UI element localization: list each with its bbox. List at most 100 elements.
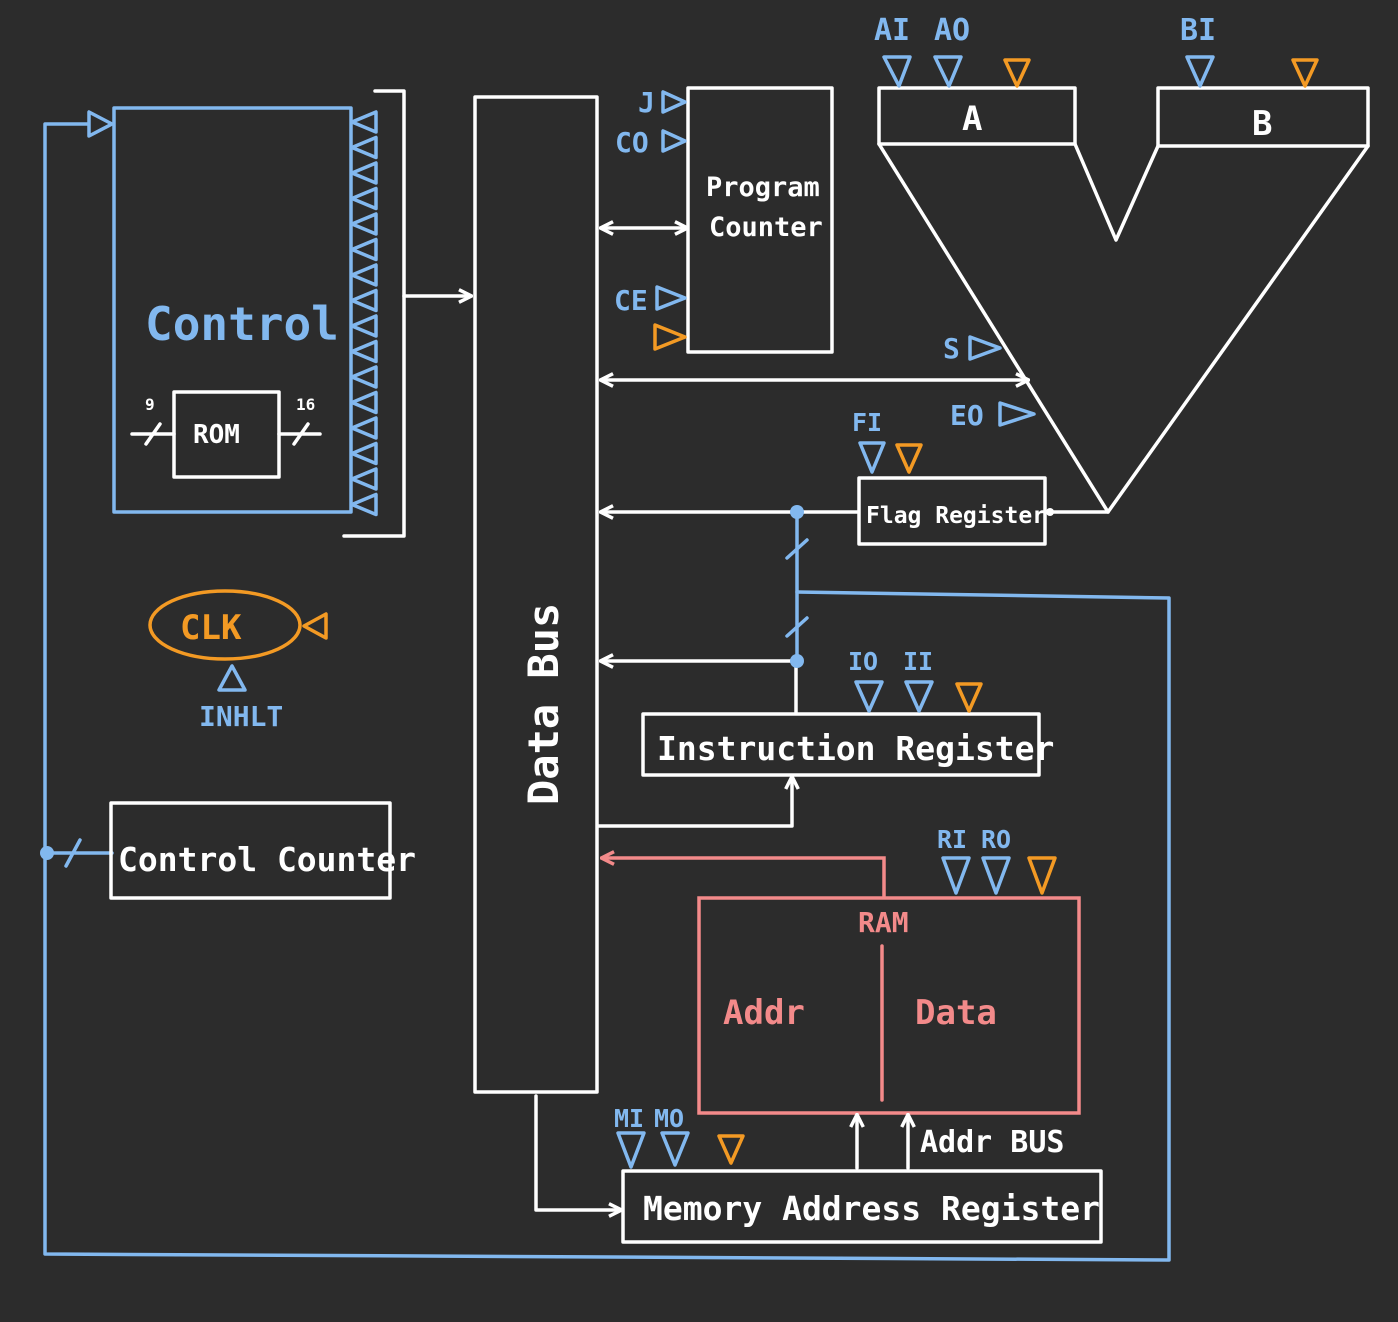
signal-ce: CE bbox=[614, 284, 648, 317]
flag-register-label: Flag Register bbox=[866, 503, 1046, 529]
rom-out-width: 16 bbox=[296, 395, 315, 414]
program-counter-label-line2: Counter bbox=[709, 212, 823, 243]
signal-j: J bbox=[638, 86, 655, 119]
signal-ii-icon bbox=[904, 680, 934, 713]
control-feedback-wire bbox=[43, 122, 1171, 1262]
signal-co: CO bbox=[615, 126, 649, 159]
signal-co-icon bbox=[661, 129, 687, 153]
inhlt-input-icon bbox=[217, 664, 247, 692]
data-bus-label: Data Bus bbox=[519, 603, 568, 805]
ram: RAM Addr Data RI RO bbox=[603, 825, 1081, 1115]
ram-addr-label: Addr bbox=[723, 993, 805, 1033]
signal-ri: RI bbox=[937, 825, 967, 854]
signal-s: S bbox=[943, 332, 960, 365]
signal-ao: AO bbox=[934, 13, 970, 48]
signal-inhlt: INHLT bbox=[199, 700, 283, 733]
signal-j-icon bbox=[661, 90, 687, 114]
control-output-triangle-icon bbox=[350, 441, 378, 466]
signal-eo-icon bbox=[998, 401, 1036, 427]
program-counter-label-line1: Program bbox=[706, 172, 820, 203]
signal-ro-icon bbox=[981, 856, 1011, 895]
signal-io: IO bbox=[848, 647, 878, 676]
control-output-triangle-icon bbox=[350, 492, 378, 517]
ir-clock-input-icon bbox=[955, 682, 983, 713]
ram-clock-input-icon bbox=[1027, 856, 1057, 895]
register-b-label: B bbox=[1252, 104, 1272, 144]
signal-bi-icon bbox=[1185, 55, 1215, 88]
instruction-register-label: Instruction Register bbox=[657, 729, 1054, 768]
register-b-box bbox=[1156, 86, 1370, 148]
mar-clock-input-icon bbox=[717, 1134, 745, 1165]
ram-to-bus-arrow bbox=[603, 858, 886, 898]
register-a-box bbox=[877, 86, 1077, 146]
control-output-bracket bbox=[342, 89, 406, 538]
control-output-triangle-icon bbox=[350, 237, 378, 262]
control-output-triangle-icon bbox=[350, 288, 378, 313]
signal-mo: MO bbox=[654, 1104, 684, 1133]
rom-in-width-slash bbox=[144, 422, 162, 446]
ir-width-slash bbox=[785, 616, 809, 638]
signal-io-icon bbox=[854, 680, 884, 713]
rom-label: ROM bbox=[193, 420, 240, 450]
control-label: Control bbox=[145, 297, 339, 351]
control-routing bbox=[40, 122, 1171, 1262]
control-output-triangle-icon bbox=[350, 416, 378, 440]
alu-outer-edge bbox=[877, 142, 1370, 514]
alu-notch bbox=[1073, 142, 1160, 242]
data-bus bbox=[473, 95, 599, 1094]
addr-bus-label: Addr BUS bbox=[920, 1125, 1065, 1160]
rom-in-width: 9 bbox=[145, 395, 155, 414]
control-output-triangle-icon bbox=[350, 390, 378, 415]
counter-width-slash bbox=[64, 838, 82, 868]
ram-box bbox=[697, 896, 1081, 1115]
signal-ai: AI bbox=[874, 13, 910, 48]
clock: CLK INHLT bbox=[148, 589, 328, 733]
control-output-triangle-icon bbox=[350, 110, 378, 134]
b-clock-input-icon bbox=[1291, 58, 1319, 88]
signal-mi: MI bbox=[614, 1104, 644, 1133]
control-output-triangle-icon bbox=[350, 339, 378, 364]
signal-fi-icon bbox=[858, 441, 886, 474]
program-counter: Program Counter J CO CE bbox=[602, 86, 834, 354]
signal-ri-icon bbox=[941, 856, 971, 895]
clock-output-icon bbox=[302, 612, 328, 640]
control-clock-input-icon bbox=[87, 110, 114, 138]
signal-mo-icon bbox=[660, 1131, 690, 1167]
flags-width-slash bbox=[785, 538, 809, 560]
flag-clock-input-icon bbox=[895, 443, 923, 474]
ram-data-label: Data bbox=[915, 993, 997, 1033]
signal-fi: FI bbox=[852, 408, 882, 437]
control-output-triangles bbox=[350, 110, 378, 517]
clock-label: CLK bbox=[180, 608, 242, 648]
pc-clock-input-icon bbox=[653, 323, 687, 351]
control-output-triangle-icon bbox=[350, 365, 378, 389]
signal-bi: BI bbox=[1180, 13, 1216, 48]
signal-s-icon bbox=[968, 335, 1002, 361]
control-counter-label: Control Counter bbox=[118, 840, 416, 879]
signal-ai-icon bbox=[882, 55, 912, 88]
clock-ellipse bbox=[148, 589, 302, 661]
bus-to-mar-arrow bbox=[534, 1094, 620, 1210]
control-output-triangle-icon bbox=[350, 263, 378, 287]
control-box bbox=[112, 106, 353, 514]
program-counter-box bbox=[686, 86, 834, 354]
mar-label: Memory Address Register bbox=[643, 1189, 1100, 1228]
instruction-register: Instruction Register IO II bbox=[596, 647, 1054, 828]
flag-register: Flag Register FI bbox=[602, 408, 1110, 546]
control-output-triangle-icon bbox=[350, 314, 378, 338]
rom-out-width-slash bbox=[292, 422, 310, 446]
control-output-triangle-icon bbox=[350, 212, 378, 236]
signal-ii: II bbox=[903, 647, 933, 676]
instruction-register-box bbox=[641, 712, 1041, 777]
signal-ce-icon bbox=[655, 285, 687, 311]
signal-mi-icon bbox=[616, 1131, 646, 1169]
memory-address-register: Memory Address Register Addr BUS MI MO bbox=[534, 1094, 1103, 1244]
control-unit: Control ROM 9 16 bbox=[87, 89, 470, 538]
signal-ao-icon bbox=[933, 55, 963, 88]
a-clock-input-icon bbox=[1003, 58, 1031, 88]
control-output-triangle-icon bbox=[350, 467, 378, 491]
bus-to-ir-arrow bbox=[596, 778, 792, 828]
control-output-triangle-icon bbox=[350, 186, 378, 211]
register-a-label: A bbox=[962, 99, 982, 139]
